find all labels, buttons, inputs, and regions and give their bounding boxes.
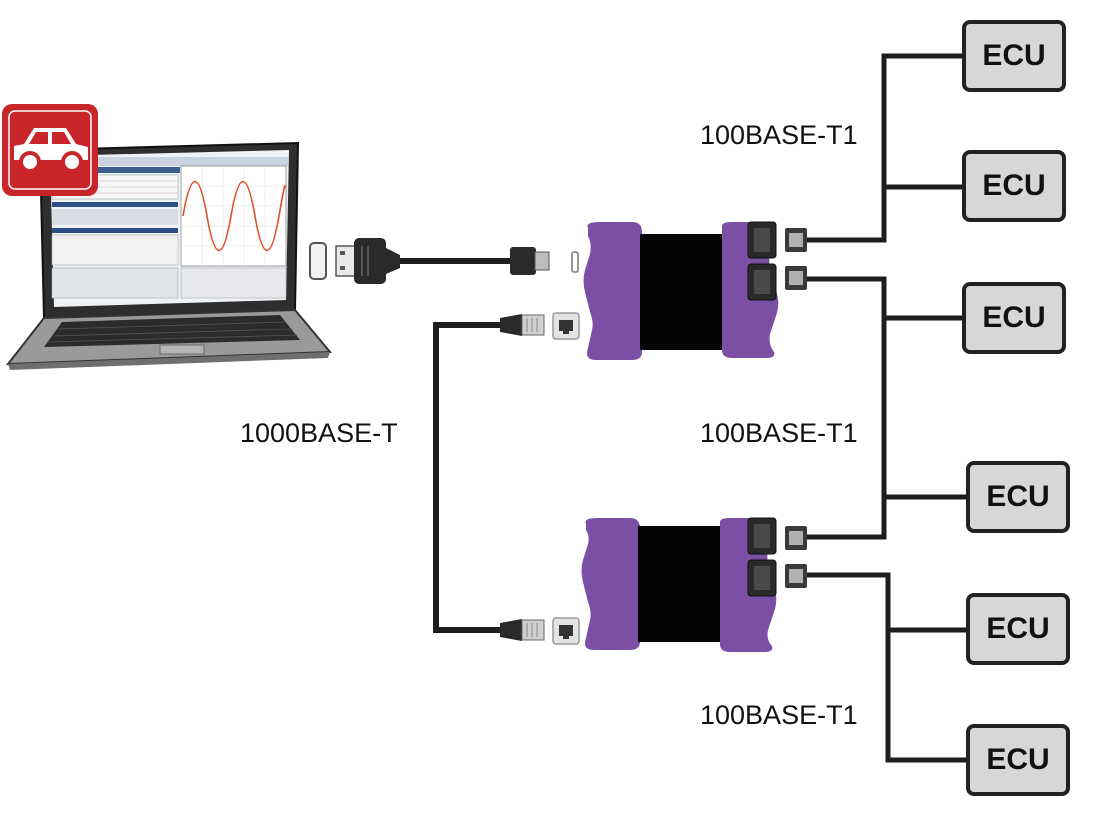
- link-label-100base-t1-bottom: 100BASE-T1: [700, 700, 858, 730]
- ecu-box-2: ECU: [962, 150, 1066, 222]
- ecu-box-3: ECU: [962, 282, 1066, 354]
- automotive-ethernet-wires: [807, 53, 966, 763]
- ethernet-interface-icon: [583, 221, 807, 360]
- ethernet-interface-icon: [581, 517, 807, 652]
- link-label-100base-t1-top: 100BASE-T1: [700, 120, 858, 150]
- ecu-box-1: ECU: [962, 20, 1066, 92]
- ecu-box-4: ECU: [966, 461, 1070, 533]
- ecu-box-6: ECU: [966, 724, 1070, 796]
- link-label-1000base-t: 1000BASE-T: [240, 418, 398, 448]
- ethernet-cable-1000base-t: [433, 322, 504, 633]
- ecu-box-5: ECU: [966, 593, 1070, 665]
- rj45-connector-icon: [500, 617, 580, 645]
- rj45-connector-icon: [500, 312, 580, 340]
- link-label-100base-t1-mid: 100BASE-T1: [700, 418, 858, 448]
- usb-cable-icon: [309, 238, 579, 284]
- car-app-icon: [2, 104, 98, 196]
